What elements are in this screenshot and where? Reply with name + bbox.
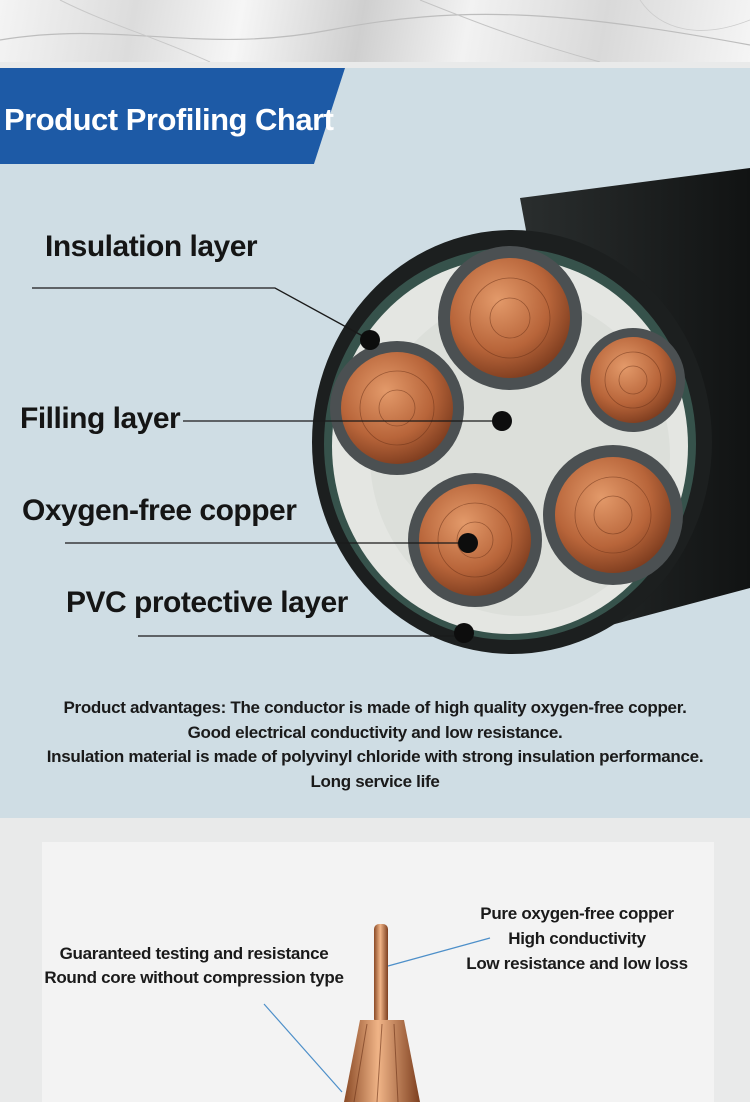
copper-marker-dot <box>458 533 478 553</box>
copper-bundle <box>344 1020 420 1102</box>
profiling-chart-panel: Product Profiling Chart <box>0 68 750 818</box>
right-callout-line-1: Pure oxygen-free copper <box>480 904 674 923</box>
oxygen-free-copper-label: Oxygen-free copper <box>22 494 297 527</box>
core-bottom-right <box>543 445 683 585</box>
core-left <box>330 341 464 475</box>
page-title: Product Profiling Chart <box>4 102 334 137</box>
advantages-line-1: Product advantages: The conductor is mad… <box>63 698 687 717</box>
core-right-small <box>581 328 685 432</box>
conductor-detail-card: Pure oxygen-free copper High conductivit… <box>42 842 714 1102</box>
insulation-leader-line <box>32 287 371 341</box>
filling-layer-label: Filling layer <box>20 402 181 435</box>
advantages-line-2: Good electrical conductivity and low res… <box>187 723 563 742</box>
advantages-line-3: Insulation material is made of polyvinyl… <box>46 747 704 766</box>
left-callout-line-1: Guaranteed testing and resistance <box>59 944 329 963</box>
marble-veins <box>0 0 750 62</box>
advantages-line-4: Long service life <box>310 772 440 791</box>
copper-strand-rod <box>374 924 388 1024</box>
strand-texture <box>359 277 662 578</box>
right-callout-line-2: High conductivity <box>508 929 646 948</box>
insulation-layer-label: Insulation layer <box>45 230 258 263</box>
left-callout-line-2: Round core without compression type <box>44 968 344 987</box>
conductor-illustration <box>263 924 491 1102</box>
marble-header-strip <box>0 0 750 62</box>
filling-marker-dot <box>492 411 512 431</box>
right-callout-line-3: Low resistance and low loss <box>466 954 688 973</box>
insulation-marker-dot <box>360 330 380 350</box>
title-banner <box>0 68 345 164</box>
right-callout-line <box>387 937 491 967</box>
left-callout-line <box>263 1003 343 1093</box>
cable-cross-section <box>32 168 750 654</box>
core-top <box>438 246 582 390</box>
pvc-protective-layer-label: PVC protective layer <box>66 586 348 619</box>
pvc-marker-dot <box>454 623 474 643</box>
